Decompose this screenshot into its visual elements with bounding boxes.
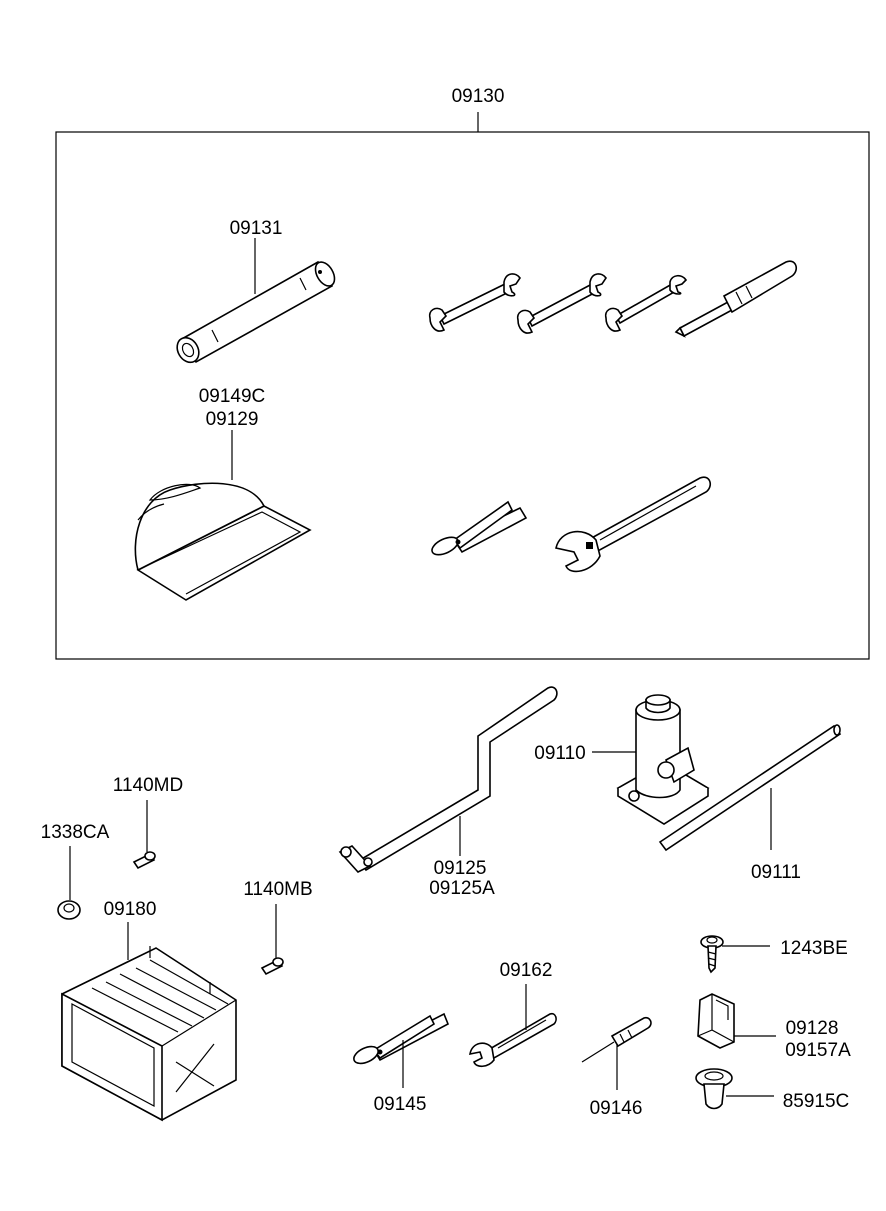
jack-handle-illustration bbox=[338, 686, 558, 873]
label-09130[interactable]: 09130 bbox=[452, 86, 505, 107]
open-end-wrench-2 bbox=[516, 273, 607, 334]
label-09128[interactable]: 09128 bbox=[786, 1018, 839, 1039]
label-09149C[interactable]: 09149C bbox=[199, 386, 266, 407]
small-wrench-illustration bbox=[469, 1012, 557, 1068]
screw-1140mb-illustration bbox=[260, 957, 284, 976]
label-1338CA[interactable]: 1338CA bbox=[41, 822, 110, 843]
open-end-wrench-1 bbox=[428, 273, 521, 332]
screwdriver-illustration bbox=[581, 1016, 652, 1063]
bottle-jack-illustration bbox=[616, 694, 710, 825]
label-09157A[interactable]: 09157A bbox=[785, 1040, 851, 1061]
label-09145[interactable]: 09145 bbox=[374, 1094, 427, 1115]
tool-bag-illustration bbox=[134, 482, 312, 601]
label-09129[interactable]: 09129 bbox=[206, 409, 259, 430]
open-end-wrench-3 bbox=[604, 274, 688, 332]
screwdriver-large bbox=[674, 260, 798, 338]
pliers-kit-illustration bbox=[431, 500, 528, 556]
nut-illustration bbox=[57, 900, 81, 920]
tool-tray-illustration bbox=[61, 946, 237, 1122]
label-09110[interactable]: 09110 bbox=[534, 743, 585, 764]
screw-1140md-illustration bbox=[132, 851, 156, 870]
clip-illustration bbox=[697, 993, 735, 1049]
tool-kit-frame bbox=[55, 131, 870, 660]
adjustable-wrench-illustration bbox=[555, 476, 712, 573]
label-85915C[interactable]: 85915C bbox=[783, 1091, 850, 1112]
pliers-illustration bbox=[353, 1012, 450, 1065]
extension-bar-illustration bbox=[658, 724, 842, 852]
label-09180[interactable]: 09180 bbox=[104, 899, 157, 920]
label-09162[interactable]: 09162 bbox=[500, 960, 553, 981]
label-1140MB[interactable]: 1140MB bbox=[243, 879, 312, 900]
label-09125[interactable]: 09125 bbox=[434, 858, 487, 879]
label-1140MD[interactable]: 1140MD bbox=[113, 775, 183, 796]
label-09146[interactable]: 09146 bbox=[590, 1098, 643, 1119]
grommet-illustration bbox=[695, 1068, 733, 1110]
label-09131[interactable]: 09131 bbox=[230, 218, 283, 239]
label-09125A[interactable]: 09125A bbox=[429, 878, 495, 899]
label-1243BE[interactable]: 1243BE bbox=[780, 938, 848, 959]
bolt-illustration bbox=[700, 935, 724, 974]
label-09111[interactable]: 09111 bbox=[751, 862, 801, 883]
lug-wrench-illustration bbox=[176, 260, 336, 364]
